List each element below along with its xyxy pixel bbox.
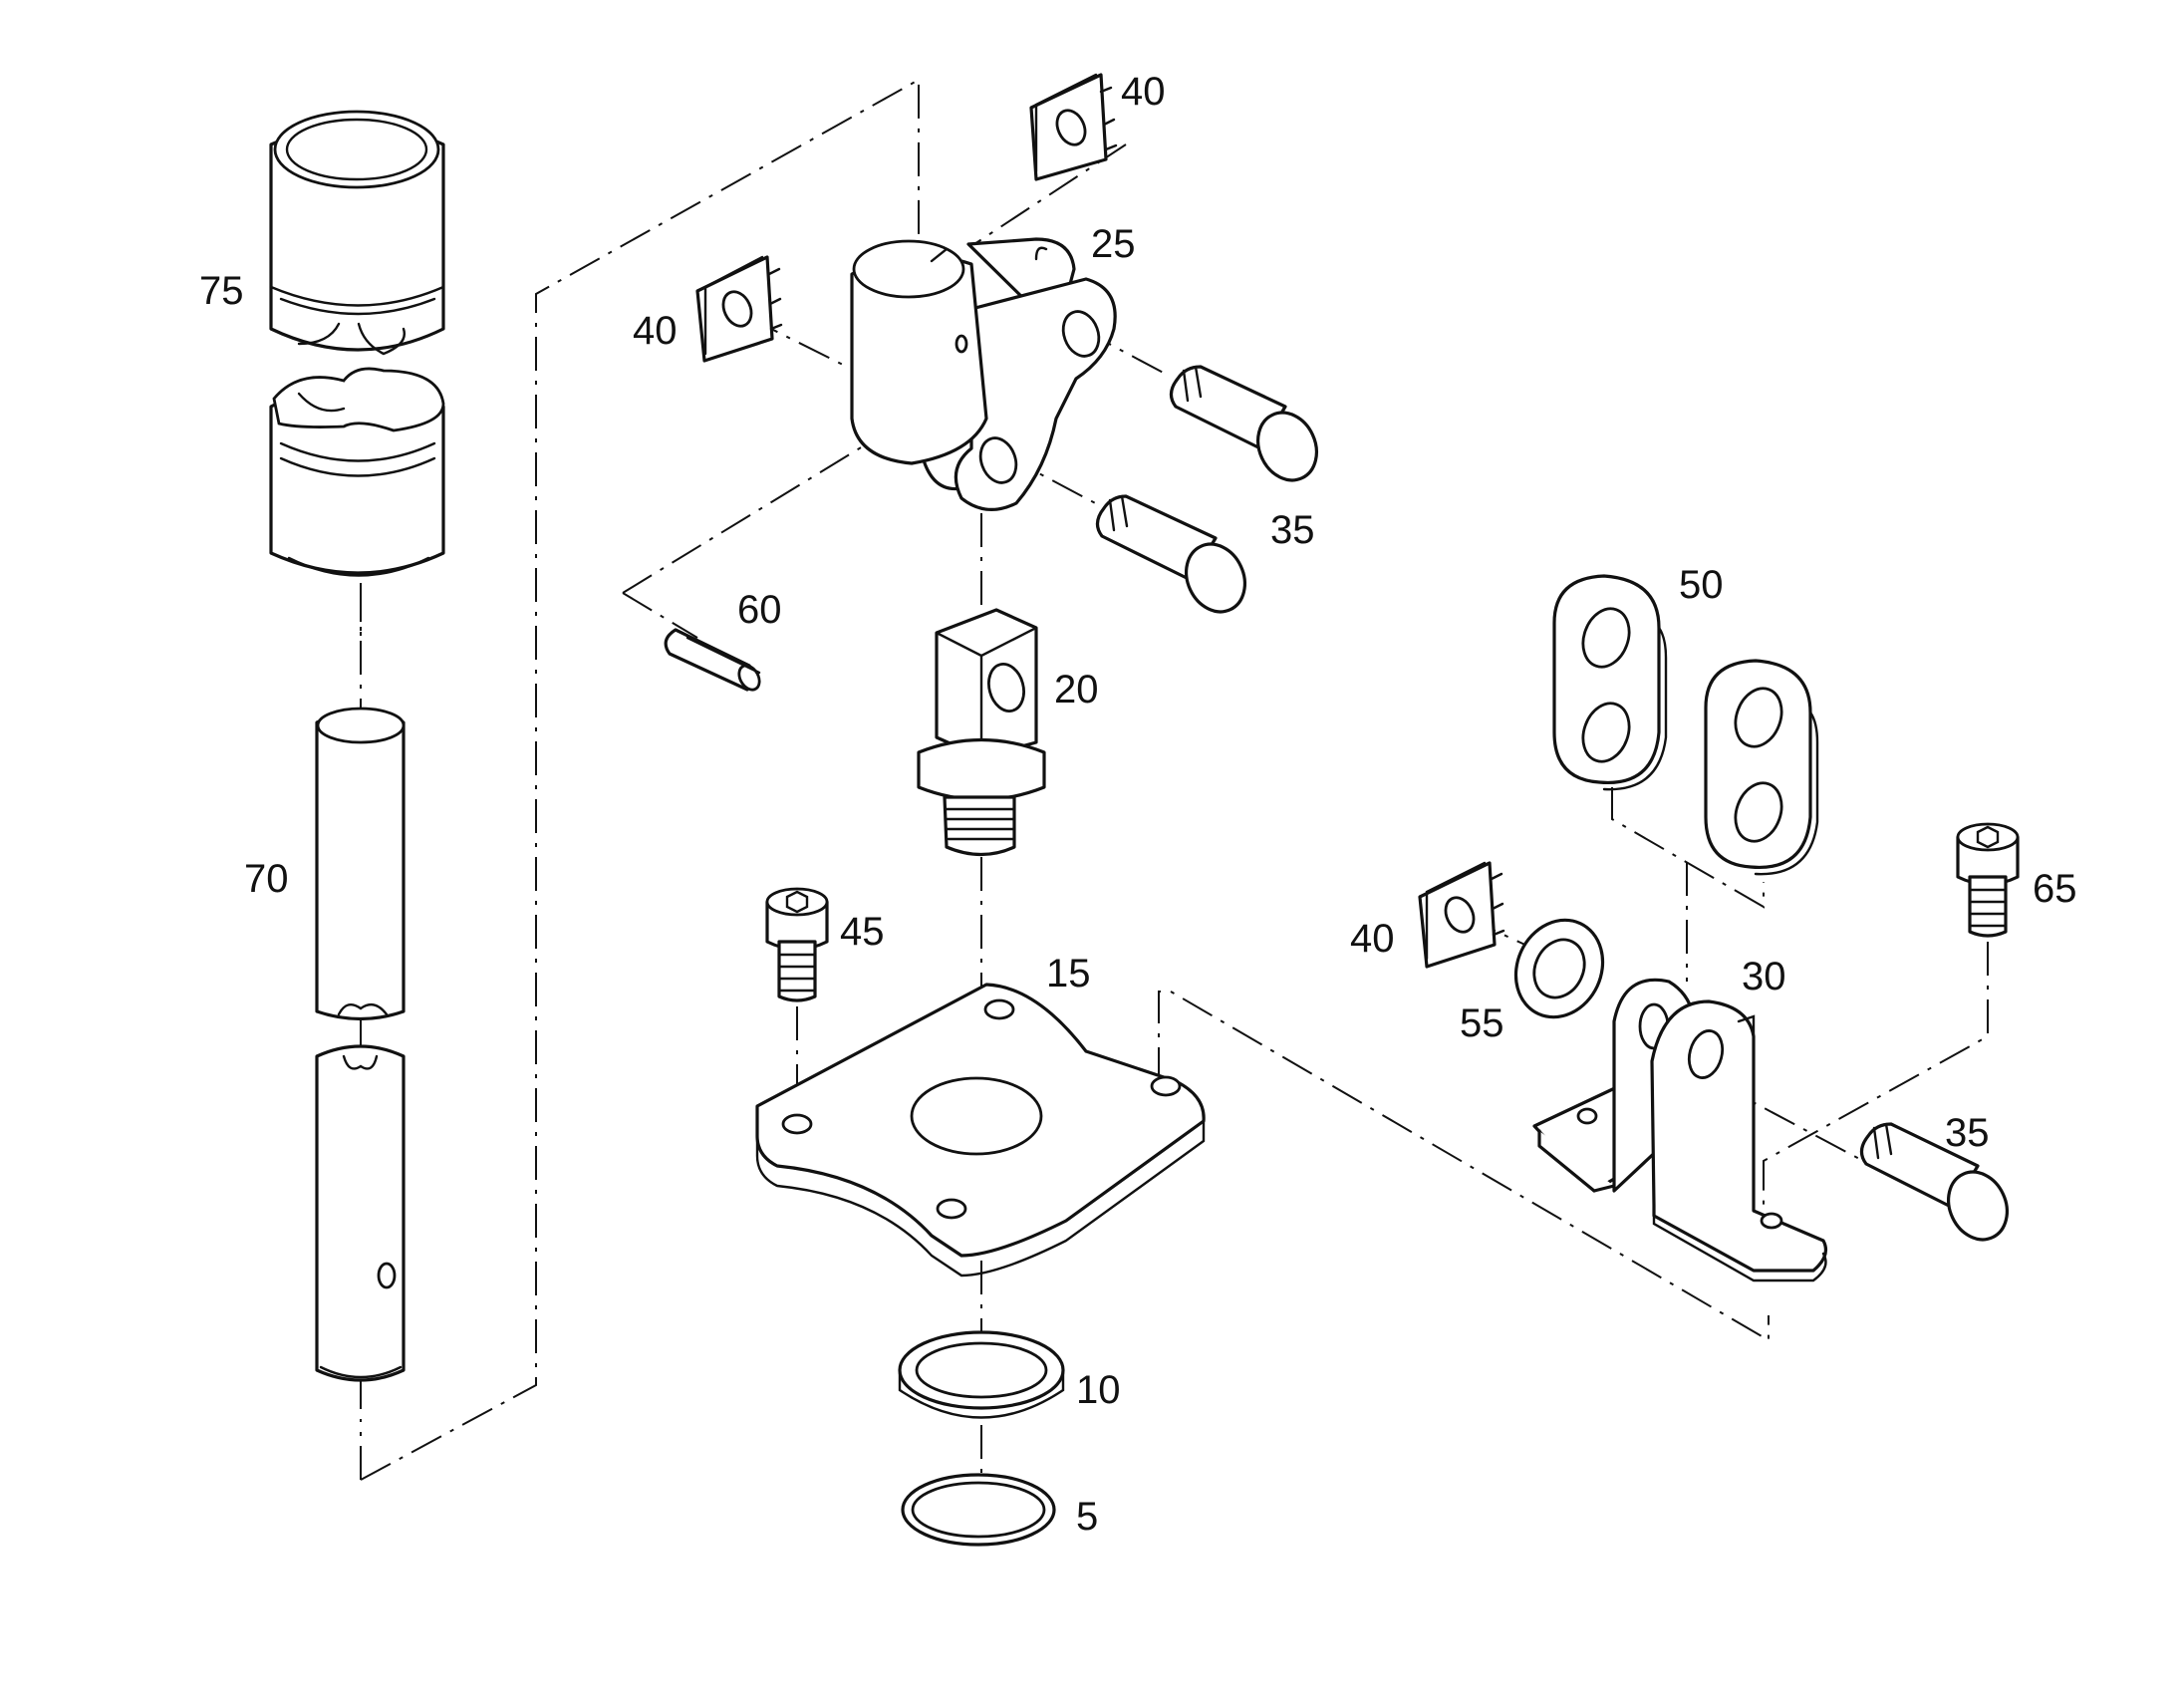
callout-70: 70 — [244, 857, 289, 901]
part-75-coupling — [269, 110, 445, 577]
callout-15: 15 — [1046, 952, 1091, 995]
callout-labels: 75 70 60 40 40 25 35 20 45 15 10 5 50 65… — [199, 70, 2077, 1539]
part-20-eye-bolt — [917, 608, 1046, 857]
part-40-clip-left — [695, 255, 783, 363]
callout-5: 5 — [1076, 1495, 1098, 1539]
part-35-pin-middle — [1095, 494, 1246, 614]
part-55-washer — [1513, 918, 1605, 1019]
callout-65: 65 — [2033, 867, 2077, 911]
part-25-pivot-cap — [850, 237, 1117, 511]
part-50-link-plate-left — [1552, 574, 1668, 791]
part-30-clevis-bracket — [1532, 978, 1827, 1282]
callout-40-left: 40 — [633, 309, 678, 353]
callout-40-right: 40 — [1350, 917, 1395, 961]
part-5-o-ring — [901, 1473, 1056, 1547]
part-15-base-plate — [755, 983, 1206, 1278]
part-10-ring — [898, 1330, 1065, 1419]
callout-60: 60 — [737, 588, 782, 632]
callout-20: 20 — [1054, 668, 1099, 711]
callout-30: 30 — [1742, 955, 1786, 998]
callout-55: 55 — [1460, 1001, 1504, 1045]
callout-75: 75 — [199, 269, 244, 313]
part-40-clip-top — [1029, 73, 1118, 181]
callout-35-upper: 35 — [1270, 508, 1315, 552]
part-40-clip-right — [1418, 861, 1505, 969]
callout-35-lower: 35 — [1945, 1111, 1990, 1155]
part-65-screw — [1956, 822, 2020, 938]
callout-40-top: 40 — [1121, 70, 1166, 114]
part-35-pin-lower — [1859, 1122, 2009, 1242]
callout-10: 10 — [1076, 1368, 1121, 1412]
callout-45: 45 — [840, 910, 885, 954]
part-50-link-plate-right — [1704, 659, 1819, 876]
callout-25: 25 — [1091, 222, 1136, 266]
part-70-shaft — [315, 707, 406, 1382]
part-35-pin-upper — [1169, 365, 1318, 482]
callout-50: 50 — [1679, 563, 1724, 607]
part-60-pin — [664, 628, 761, 692]
part-45-screw — [765, 887, 829, 1002]
